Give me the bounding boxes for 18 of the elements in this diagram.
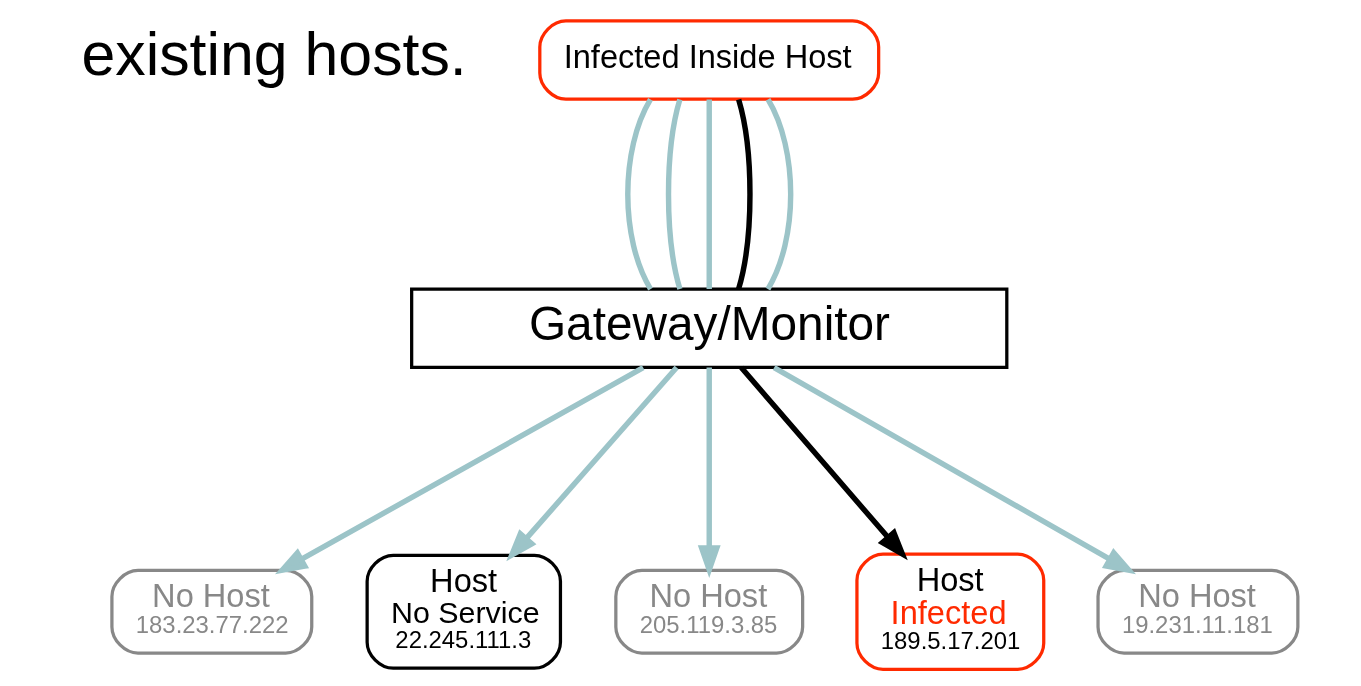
node-box: Gateway/Monitor <box>409 287 1008 369</box>
node-box: No Host 19.231.11.181 <box>1095 568 1299 655</box>
arrow <box>697 367 721 578</box>
arrow <box>738 365 908 560</box>
node-box: No Host 183.23.77.222 <box>109 568 313 655</box>
connector <box>624 97 653 290</box>
connector <box>735 98 753 290</box>
node-box: Host Infected 189.5.17.201 <box>854 552 1045 671</box>
connector <box>706 98 712 289</box>
connector <box>665 98 682 290</box>
arrow <box>274 364 644 574</box>
arrow <box>772 364 1136 574</box>
node-box: Infected Inside Host <box>537 18 880 101</box>
label: existing hosts. <box>81 19 467 88</box>
node-box: No Host 205.119.3.85 <box>613 568 804 655</box>
arrow <box>505 365 679 561</box>
connector <box>765 97 793 290</box>
node-box: Host No Service 22.245.111.3 <box>365 553 562 670</box>
